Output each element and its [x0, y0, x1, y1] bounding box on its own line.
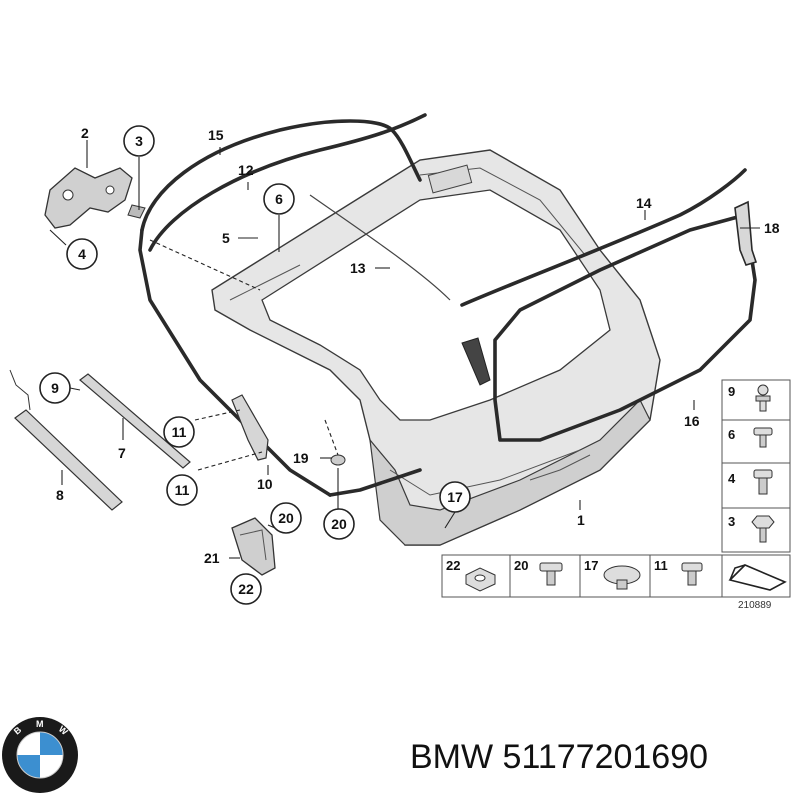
callout-circle-22 — [230, 573, 262, 605]
fastener-clip-17-icon — [603, 565, 641, 590]
svg-text:B: B — [12, 724, 24, 736]
grid-label-17: 17 — [584, 558, 598, 573]
grid-label-11: 11 — [654, 558, 668, 573]
reference-code: 210889 — [738, 600, 772, 611]
fastener-ball-stud-icon — [755, 384, 771, 412]
callout-13: 13 — [350, 260, 366, 276]
gas-strut-7 — [79, 373, 191, 469]
bmw-logo: B M W — [2, 717, 78, 793]
callout-20a: 20 — [278, 510, 294, 526]
callout-21: 21 — [204, 550, 220, 566]
molding-13 — [309, 194, 451, 301]
deflector-left — [461, 337, 491, 386]
hinge-2 — [44, 167, 146, 229]
callout-16: 16 — [684, 413, 700, 429]
callout-circle-20b — [323, 508, 355, 540]
part-number: 51177201690 — [502, 738, 709, 776]
callouts: 2 3 4 15 12 6 5 13 14 18 16 1 17 9 7 8 1… — [39, 125, 780, 605]
callout-10: 10 — [257, 476, 273, 492]
callout-3: 3 — [135, 133, 143, 149]
callout-circle-6 — [263, 183, 295, 215]
callout-circle-4 — [66, 238, 98, 270]
corner-trim-18 — [734, 200, 758, 266]
callout-6: 6 — [275, 191, 283, 207]
callout-circle-11a — [163, 416, 195, 448]
seal-14 — [460, 168, 747, 307]
leader-lines — [49, 140, 760, 559]
fastener-grid-right: 9 6 4 3 — [721, 379, 791, 553]
callout-circle-9 — [39, 372, 71, 404]
callout-8: 8 — [56, 487, 64, 503]
brand-name: BMW — [410, 738, 494, 776]
grid-label-3: 3 — [728, 514, 735, 529]
callout-1: 1 — [577, 512, 585, 528]
callout-19: 19 — [293, 450, 309, 466]
fastener-screw-20-icon — [539, 562, 563, 586]
callout-2: 2 — [81, 125, 89, 141]
seal-16 — [328, 213, 757, 497]
callout-circle-11b — [166, 474, 198, 506]
seal-15 — [138, 119, 422, 497]
bracket-10 — [231, 394, 269, 461]
callout-20b: 20 — [331, 516, 347, 532]
callout-14: 14 — [636, 195, 652, 211]
callout-5: 5 — [222, 230, 230, 246]
grid-label-9: 9 — [728, 384, 735, 399]
buffer-19 — [330, 454, 346, 466]
grid-label-20: 20 — [514, 558, 528, 573]
callout-22: 22 — [238, 581, 254, 597]
callout-4: 4 — [78, 246, 86, 262]
grid-label-4: 4 — [728, 471, 736, 486]
product-caption: BMW 51177201690 — [410, 738, 708, 777]
gas-strut-8 — [9, 369, 123, 511]
tailgate-frame — [211, 149, 661, 546]
callout-11a: 11 — [172, 424, 187, 440]
callout-15: 15 — [208, 127, 224, 143]
callout-7: 7 — [118, 445, 126, 461]
direction-arrow-icon — [728, 564, 787, 591]
lock-bracket-21 — [231, 517, 276, 576]
callout-17: 17 — [447, 489, 463, 505]
fastener-screw-11-icon — [681, 562, 703, 586]
callout-circle-20a — [270, 502, 302, 534]
fastener-grid-bottom: 22 20 17 11 210889 — [441, 554, 791, 611]
callout-11b: 11 — [175, 482, 190, 498]
callout-circle-3 — [123, 125, 155, 157]
callout-circle-17 — [439, 481, 471, 513]
svg-text:M: M — [36, 719, 44, 729]
fastener-screw-icon — [753, 427, 773, 448]
fastener-nut-icon — [465, 567, 496, 592]
fastener-hex-bolt-icon — [751, 515, 775, 543]
callout-12: 12 — [238, 162, 254, 178]
grid-label-22: 22 — [446, 558, 460, 573]
callout-9: 9 — [51, 380, 59, 396]
fastener-bolt-icon — [753, 469, 773, 495]
seal-12 — [148, 113, 427, 252]
grid-label-6: 6 — [728, 427, 735, 442]
callout-18: 18 — [764, 220, 780, 236]
